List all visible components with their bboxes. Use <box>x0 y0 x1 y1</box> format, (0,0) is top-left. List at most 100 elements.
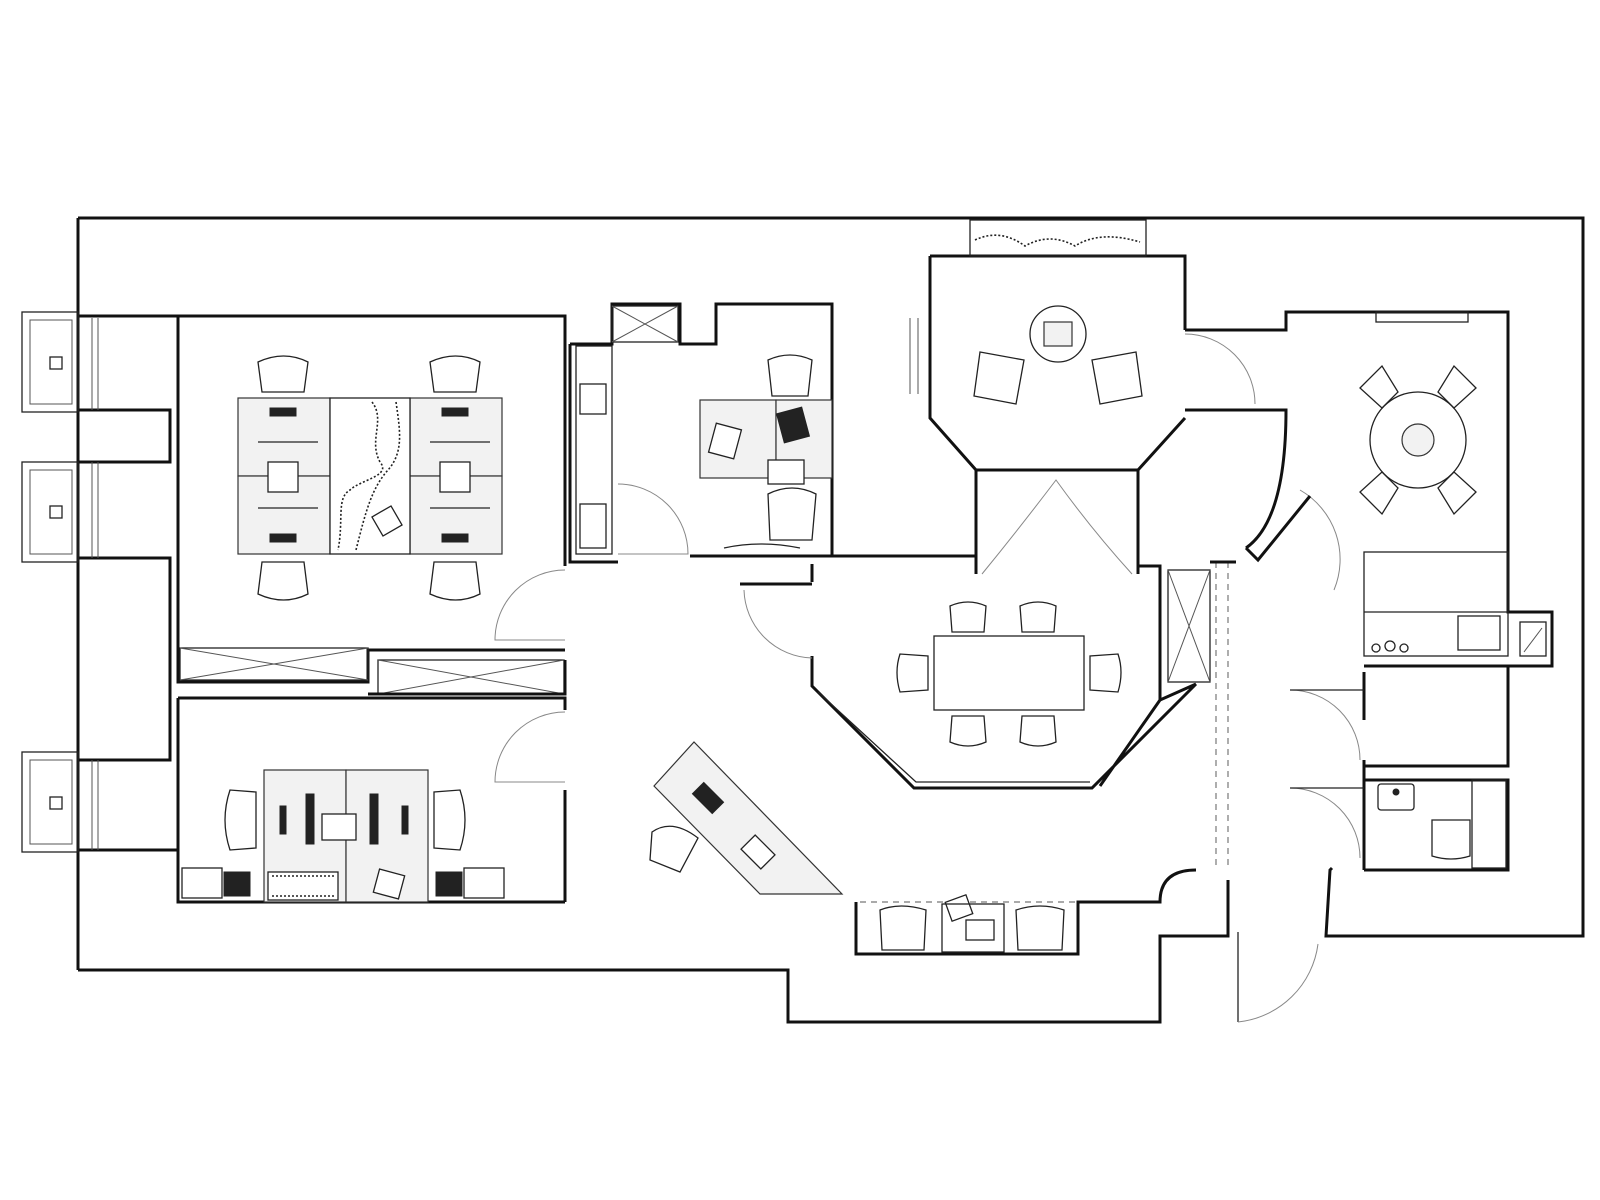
waiting-chair-3 <box>1015 905 1065 951</box>
room-open-office-west <box>176 314 567 696</box>
binders-sw <box>223 871 251 897</box>
door-swing-entry <box>1237 943 1319 1023</box>
storage-cabinet-1 <box>179 647 369 681</box>
conf-chair-s2 <box>1019 715 1057 747</box>
waiting-magazine-1 <box>944 894 974 922</box>
lounge-table-centerpiece <box>1401 423 1435 457</box>
file-cabinet-sw <box>181 867 223 899</box>
storage-item-1 <box>579 383 607 415</box>
reception-walls <box>690 554 1198 790</box>
monitor-south-left <box>305 793 315 845</box>
chair-south-west <box>224 789 257 851</box>
planter-south <box>267 871 339 901</box>
chair-small-office-bottom <box>767 487 817 541</box>
restroom-walls <box>1364 778 1510 872</box>
lounge-chair-se <box>1437 471 1477 516</box>
kitchen-item-3 <box>1399 643 1409 653</box>
room-small-office <box>568 302 834 564</box>
room-kitchen-lounge <box>1184 310 1554 668</box>
double-door-swing-alcove <box>981 479 1133 575</box>
shaft-box-x <box>611 305 679 343</box>
planter-box <box>329 397 411 555</box>
laptop-small-office <box>775 406 811 444</box>
monitor-south-right <box>369 793 379 845</box>
alcove-jambs <box>974 470 1140 574</box>
alcove-walls <box>928 254 1187 472</box>
chair-bottom-left <box>257 561 309 601</box>
conf-chair-s1 <box>949 715 987 747</box>
chair-top-left <box>257 355 309 393</box>
keyboard-sw <box>269 533 297 543</box>
cabinet-divider-wall <box>368 660 567 696</box>
lounge-chair-nw <box>1359 364 1399 409</box>
conf-chair-n2 <box>1019 601 1057 633</box>
waiting-side-table <box>941 903 1005 953</box>
counter-storage <box>575 345 613 555</box>
south-office-walls <box>176 696 567 902</box>
keyboard-nw <box>269 407 297 417</box>
waiting-chair-1 <box>879 905 927 951</box>
reception-desk <box>653 741 844 895</box>
window-bay-3-inner <box>29 759 73 845</box>
chair-south-center <box>321 813 357 841</box>
waiting-bay-walls <box>854 868 1197 956</box>
task-chair-loose <box>371 505 403 537</box>
conf-chair-e <box>1089 653 1122 693</box>
lounge-chair-ne <box>1437 364 1477 409</box>
chair-top-right <box>429 355 481 393</box>
binders-se <box>435 871 463 897</box>
lounge-walls <box>1185 310 1554 668</box>
room-reception-conference <box>649 554 1198 956</box>
door-swing-open-office <box>494 569 566 641</box>
utility-corner <box>1519 621 1547 657</box>
kitchen-item-1 <box>1371 643 1381 653</box>
chair-south-east <box>433 789 466 851</box>
utility-corner-line <box>1523 627 1543 653</box>
window-bay-2-inner <box>29 469 73 555</box>
keyboard-ne <box>441 407 469 417</box>
conf-chair-n1 <box>949 601 987 633</box>
restroom-sink <box>1377 783 1415 811</box>
shaft-box <box>611 305 679 343</box>
storage-item-2 <box>579 503 607 549</box>
reception-laptop <box>691 781 725 815</box>
stool-small-office <box>767 459 805 485</box>
alcove-armchair-right <box>1091 351 1143 405</box>
storage-cabinet-1-x <box>179 647 369 681</box>
alcove-table-item <box>1043 321 1073 347</box>
window-bay-3 <box>21 751 79 853</box>
chair-small-office-top <box>767 354 813 397</box>
reception-chair <box>649 825 699 873</box>
reception-inner-wall <box>817 691 1090 783</box>
kitchen-sink <box>1457 615 1501 651</box>
west-pier-1 <box>78 408 172 464</box>
door-swing-storage <box>1289 689 1361 761</box>
conference-table <box>933 635 1085 711</box>
storage-cabinet-2-x <box>377 659 565 695</box>
planter-greenery-2 <box>355 401 401 551</box>
paper-south <box>372 868 406 900</box>
north-planter-green <box>974 234 1141 247</box>
restroom-tap <box>1392 788 1400 796</box>
room-restroom <box>1364 621 1547 872</box>
small-office-bench <box>723 543 801 549</box>
desk-cluster-west <box>237 397 503 555</box>
waiting-magazine-2 <box>965 919 995 941</box>
window-bay-1 <box>21 311 79 413</box>
window-bay-1-inner <box>29 319 73 405</box>
corridor-east <box>1167 560 1510 1023</box>
chair-small-office <box>707 422 743 460</box>
exterior-wall-outline <box>76 216 1585 1024</box>
chair-mid-west <box>267 461 299 493</box>
room-south-office <box>176 696 567 903</box>
chair-mid-east <box>439 461 471 493</box>
west-windows <box>21 311 99 853</box>
stair-void-x <box>1167 569 1211 683</box>
door-swing-corridor <box>1299 489 1341 591</box>
open-office-walls <box>176 314 567 684</box>
service-walls <box>1210 560 1510 870</box>
chair-bottom-right <box>429 561 481 601</box>
door-swing-small-office <box>617 483 689 555</box>
